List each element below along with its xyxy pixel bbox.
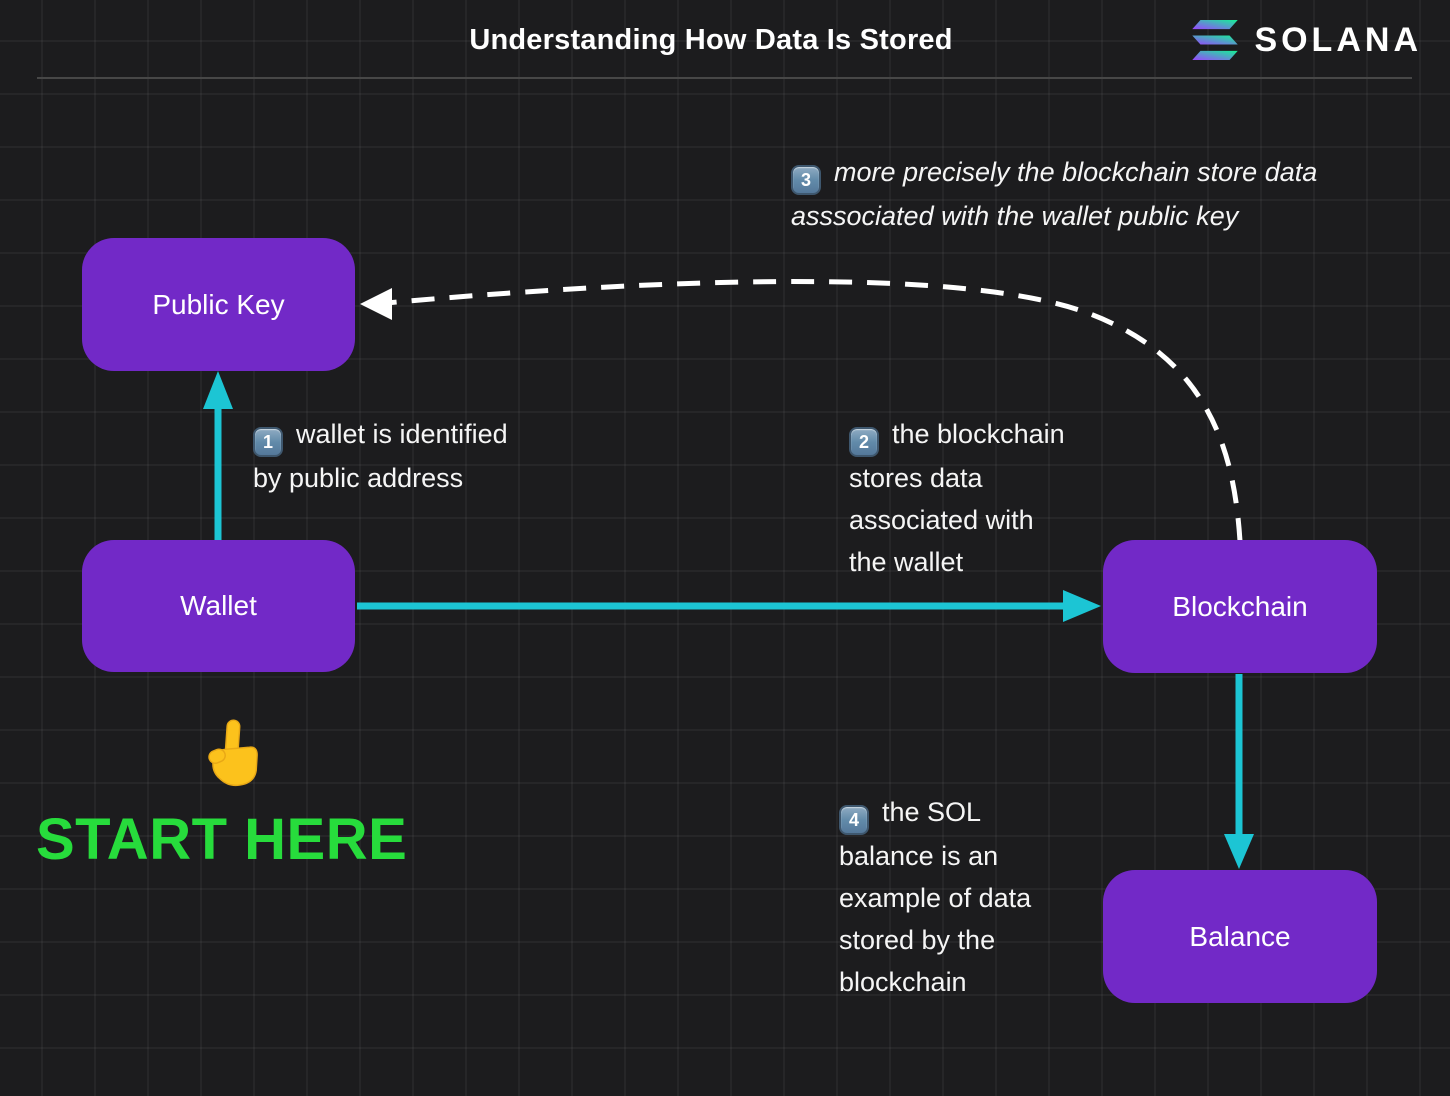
blockchain-box: Blockchain	[1103, 540, 1377, 673]
keycap-2-icon: 2	[849, 427, 879, 457]
page-title: Understanding How Data Is Stored	[469, 24, 953, 56]
solana-logo: SOLANA	[1192, 20, 1422, 60]
balance-label: Balance	[1189, 920, 1291, 952]
start-here-label: START HERE	[36, 807, 408, 872]
balance-box: Balance	[1103, 870, 1377, 1003]
keycap-4-icon: 4	[839, 805, 869, 835]
annotation-step-3-text: more precisely the blockchain store data…	[791, 157, 1318, 231]
wallet-to-publickey-arrow	[203, 371, 233, 540]
pointing-up-finger-icon	[200, 718, 262, 792]
annotation-step-4-text: the SOL balance is an example of data st…	[839, 797, 1032, 997]
keycap-3-icon: 3	[791, 165, 821, 195]
solana-logo-icon	[1192, 20, 1239, 60]
wallet-to-blockchain-arrow	[357, 590, 1101, 622]
annotation-step-1-text: wallet is identified by public address	[253, 419, 508, 493]
wallet-box: Wallet	[82, 540, 355, 672]
header-divider	[37, 77, 1412, 79]
solana-wordmark: SOLANA	[1254, 20, 1422, 59]
public-key-label: Public Key	[152, 288, 285, 320]
blockchain-label: Blockchain	[1172, 590, 1308, 622]
public-key-box: Public Key	[82, 238, 355, 371]
wallet-label: Wallet	[180, 590, 257, 621]
annotation-step-2-text: the blockchain stores data associated wi…	[849, 419, 1065, 577]
blockchain-to-balance-arrow	[1224, 674, 1254, 869]
keycap-1-icon: 1	[253, 427, 283, 457]
